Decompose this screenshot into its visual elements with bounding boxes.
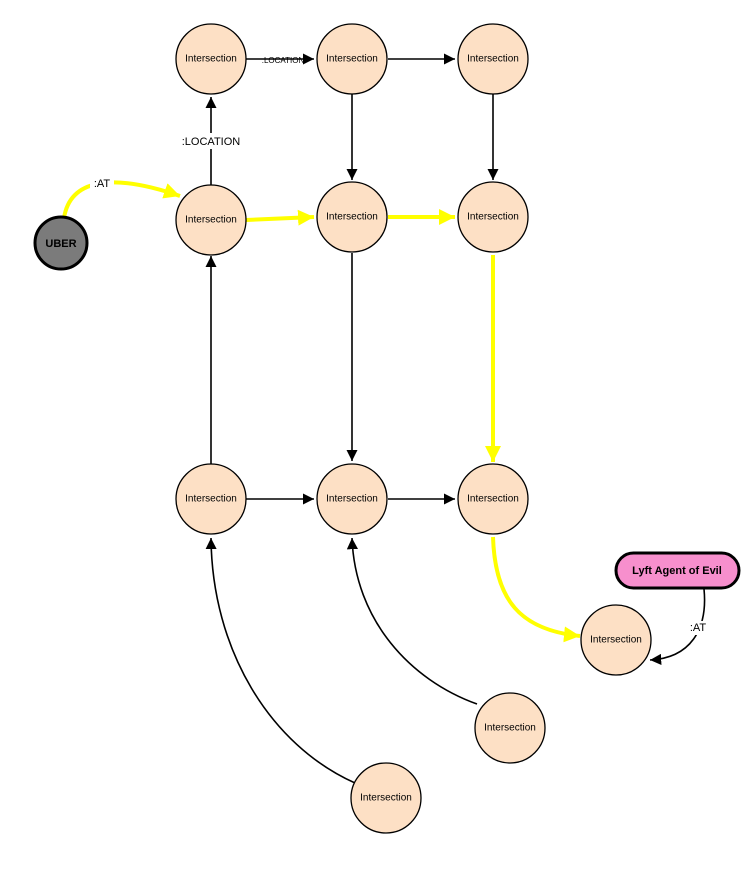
intersection-node-r2c2[interactable]: Intersection: [316, 181, 388, 253]
intersection-node-r3c1[interactable]: Intersection: [175, 463, 247, 535]
edge-label-location-left-bg: [176, 133, 246, 149]
intersection-label: Intersection: [467, 54, 519, 65]
lyft-node[interactable]: Lyft Agent of Evil: [614, 551, 741, 590]
edge-lyft-to-destination: [649, 588, 706, 666]
intersection-label: Intersection: [360, 793, 412, 804]
uber-label: UBER: [45, 238, 76, 250]
intersection-node-destination[interactable]: Intersection: [580, 604, 652, 676]
intersection-node-bottom-left[interactable]: Intersection: [350, 762, 422, 834]
intersection-node-r1c1[interactable]: Intersection: [175, 23, 247, 95]
edge-label-location-top: :LOCATION: [262, 56, 305, 65]
edge-label-at-lyft: :AT: [690, 622, 707, 634]
highlight-uber-to-r2c1: [62, 180, 181, 219]
highlight-r3c3-to-destination: [491, 536, 581, 643]
intersection-label: Intersection: [484, 723, 536, 734]
edge-bottom-left-to-r3c1: [205, 537, 356, 784]
intersection-label: Intersection: [326, 54, 378, 65]
intersection-node-bottom-mid[interactable]: Intersection: [474, 692, 546, 764]
intersection-node-r2c1[interactable]: Intersection: [175, 184, 247, 256]
uber-node[interactable]: UBER: [33, 215, 89, 271]
edge-bottom-mid-to-r3c2: [346, 537, 478, 705]
highlight-r2c1-to-r2c2: [245, 209, 315, 226]
lyft-label: Lyft Agent of Evil: [632, 565, 722, 577]
intersection-node-r1c2[interactable]: Intersection: [316, 23, 388, 95]
edge-label-location-left: :LOCATION: [182, 136, 241, 148]
intersection-node-r1c3[interactable]: Intersection: [457, 23, 529, 95]
intersection-label: Intersection: [467, 494, 519, 505]
edge-label-at-uber: :AT: [94, 178, 111, 190]
intersection-label: Intersection: [590, 635, 642, 646]
intersection-label: Intersection: [185, 54, 237, 65]
intersection-label: Intersection: [185, 215, 237, 226]
edge-label-at-uber-bg: [90, 177, 114, 191]
intersection-label: Intersection: [326, 212, 378, 223]
intersection-label: Intersection: [467, 212, 519, 223]
intersection-node-r2c3[interactable]: Intersection: [457, 181, 529, 253]
intersection-label: Intersection: [185, 494, 237, 505]
intersection-label: Intersection: [326, 494, 378, 505]
intersection-node-r3c3[interactable]: Intersection: [457, 463, 529, 535]
edge-label-at-lyft-bg: [686, 621, 710, 635]
intersection-node-r3c2[interactable]: Intersection: [316, 463, 388, 535]
